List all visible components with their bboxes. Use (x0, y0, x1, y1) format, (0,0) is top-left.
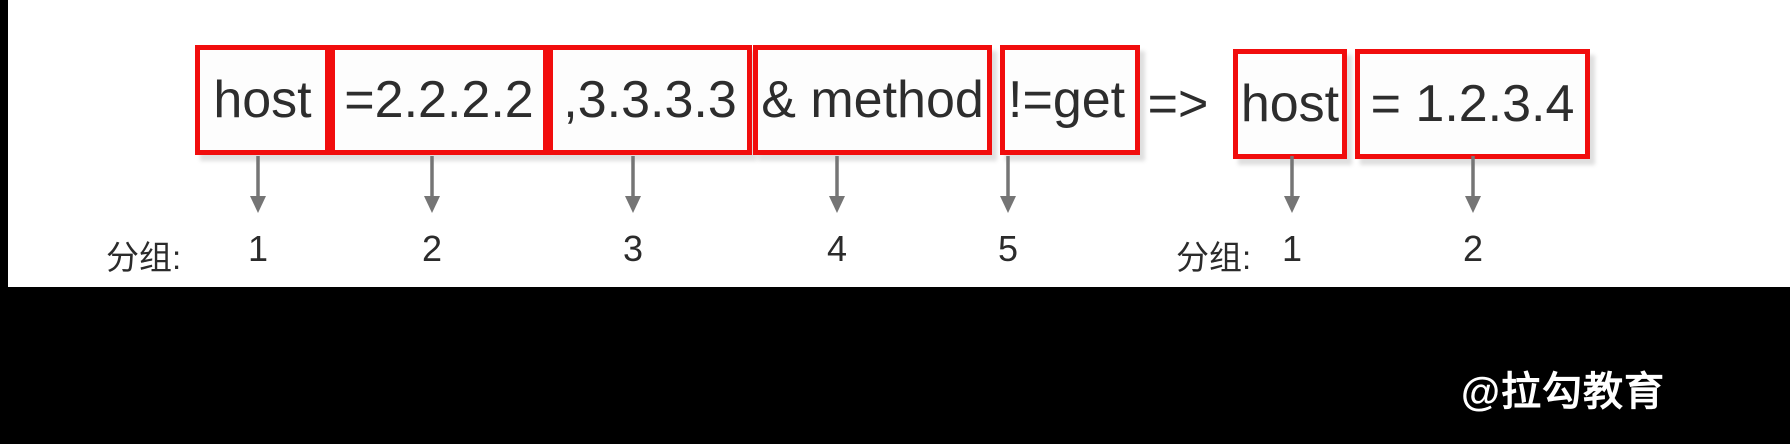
rewrite-operator: => (1142, 49, 1214, 159)
token-text: = 1.2.3.4 (1370, 75, 1575, 133)
token-text: ,3.3.3.3 (563, 71, 737, 129)
group-number: 4 (826, 228, 848, 269)
token-text: => (1147, 75, 1209, 133)
token-text: =2.2.2.2 (344, 71, 534, 129)
down-arrow-icon (625, 156, 641, 213)
group-number: 1 (1281, 228, 1303, 269)
down-arrow-icon (1465, 156, 1481, 213)
token-text: host (1240, 75, 1340, 133)
token-box-and-method: & method (753, 45, 992, 155)
group-label-right: 分组: (1176, 239, 1252, 276)
down-arrow-icon (1284, 156, 1300, 213)
token-text: & method (761, 71, 984, 129)
down-arrow-icon (424, 156, 440, 213)
down-arrow-icon (829, 156, 845, 213)
token-text: !=get (1008, 71, 1126, 129)
down-arrow-icon (1000, 156, 1016, 213)
token-box-ip-1234-result: = 1.2.3.4 (1355, 49, 1590, 159)
token-box-host-result: host (1233, 49, 1347, 159)
bottom-black-bar: @拉勾教育 (0, 287, 1790, 444)
token-box-ip-2222: =2.2.2.2 (330, 45, 548, 155)
group-number: 2 (1462, 228, 1484, 269)
token-box-ip-3333: ,3.3.3.3 (548, 45, 752, 155)
token-box-host: host (195, 45, 330, 155)
group-label-left: 分组: (106, 239, 182, 276)
group-number: 2 (421, 228, 443, 269)
token-box-not-equal-get: !=get (1000, 45, 1140, 155)
left-black-strip (0, 0, 8, 444)
group-number: 5 (997, 228, 1019, 269)
watermark-text: @拉勾教育 (1460, 370, 1665, 414)
token-text: host (213, 71, 312, 129)
group-number: 3 (622, 228, 644, 269)
down-arrow-icon (250, 156, 266, 213)
group-number: 1 (247, 228, 269, 269)
